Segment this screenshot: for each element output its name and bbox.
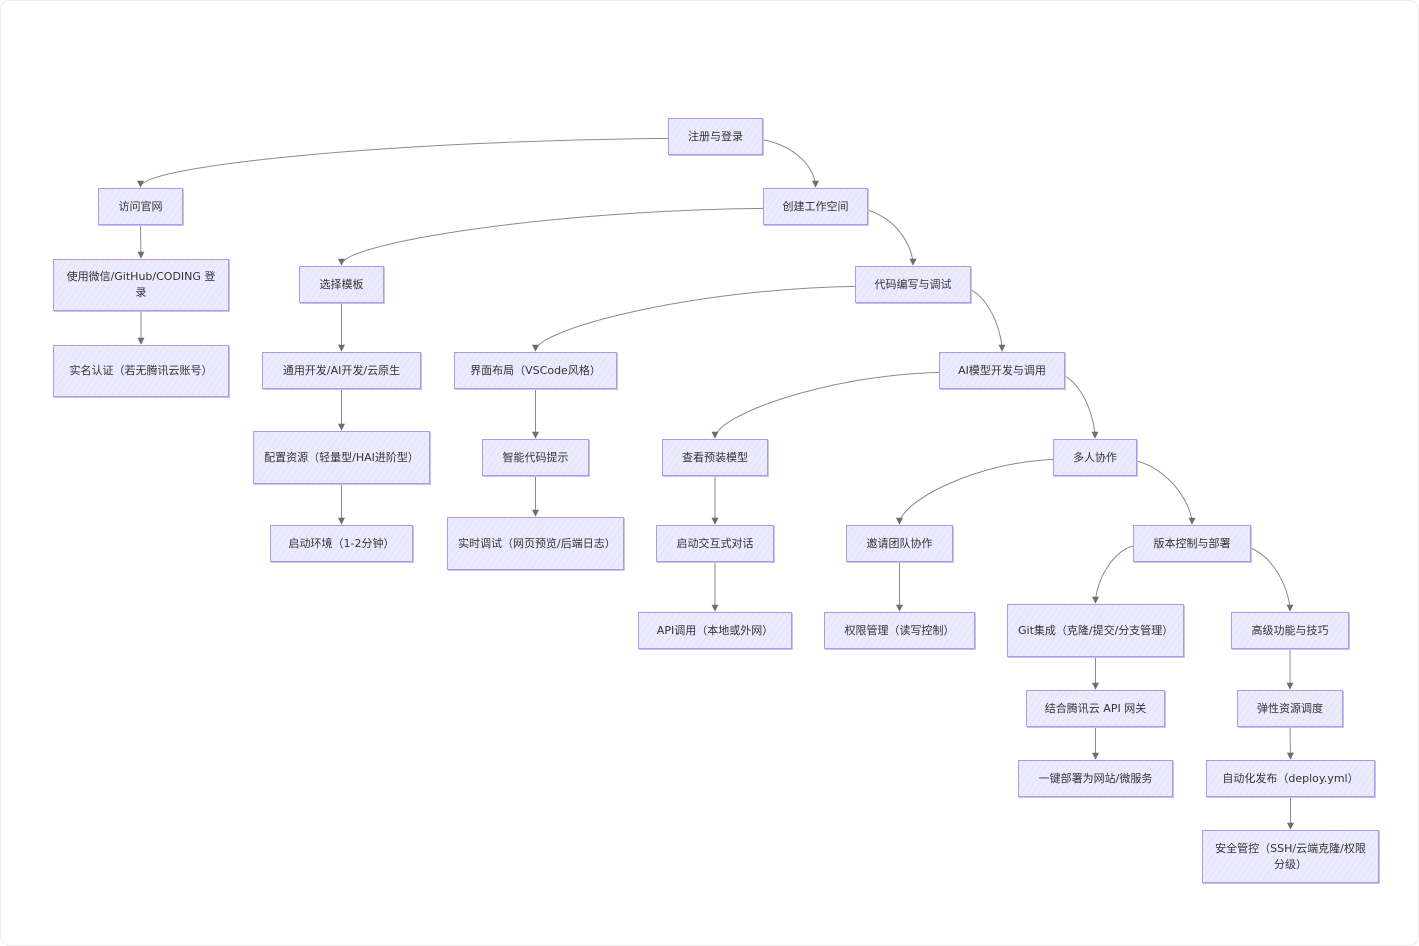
node-vcs-deploy: 版本控制与部署 xyxy=(1133,525,1251,562)
node-config-resources: 配置资源（轻量型/HAI进阶型） xyxy=(253,431,430,484)
node-code-debug: 代码编写与调试 xyxy=(855,266,971,303)
edge-collab-to-invite_team xyxy=(896,458,1058,525)
node-login-methods: 使用微信/GitHub/CODING 登录 xyxy=(53,259,229,311)
node-create-workspace: 创建工作空间 xyxy=(763,188,868,225)
node-live-debug: 实时调试（网页预览/后端日志） xyxy=(447,517,624,570)
node-register-login: 注册与登录 xyxy=(668,118,763,155)
node-advanced: 高级功能与技巧 xyxy=(1231,612,1349,649)
node-api-call: API调用（本地或外网） xyxy=(638,612,792,649)
edge-elastic-to-auto_release xyxy=(1286,726,1294,760)
node-one-click-deploy: 一键部署为网站/微服务 xyxy=(1018,760,1173,797)
node-git-integration: Git集成（克隆/提交/分支管理） xyxy=(1007,604,1184,657)
node-ai-model: AI模型开发与调用 xyxy=(939,352,1065,389)
edge-vcs_deploy-to-git_integration xyxy=(1092,544,1138,604)
node-template-types: 通用开发/AI开发/云原生 xyxy=(262,352,421,389)
edge-ai_model-to-view_models xyxy=(711,371,944,439)
node-interactive-chat: 启动交互式对话 xyxy=(656,525,774,562)
node-collab: 多人协作 xyxy=(1053,439,1137,476)
node-view-models: 查看预装模型 xyxy=(662,439,768,476)
node-choose-template: 选择模板 xyxy=(299,266,384,303)
node-invite-team: 邀请团队协作 xyxy=(846,525,953,562)
edge-collab-to-vcs_deploy xyxy=(1124,458,1196,525)
edge-visit_site-to-login_methods xyxy=(137,224,145,259)
edge-code_debug-to-ui_layout xyxy=(532,285,860,352)
edge-register_login-to-visit_site xyxy=(137,137,673,188)
edge-create_workspace-to-choose_template xyxy=(338,207,768,266)
node-real-name: 实名认证（若无腾讯云账号） xyxy=(53,345,229,397)
node-auto-release: 自动化发布（deploy.yml） xyxy=(1206,760,1375,797)
node-start-env: 启动环境（1-2分钟） xyxy=(270,525,413,562)
node-elastic: 弹性资源调度 xyxy=(1237,690,1343,727)
node-api-gateway: 结合腾讯云 API 网关 xyxy=(1026,690,1165,727)
node-ui-layout: 界面布局（VSCode风格） xyxy=(454,352,617,389)
node-smart-hint: 智能代码提示 xyxy=(482,439,589,476)
node-permissions: 权限管理（读写控制） xyxy=(824,612,975,649)
node-security: 安全管控（SSH/云端克隆/权限分级） xyxy=(1202,830,1379,883)
node-visit-site: 访问官网 xyxy=(98,188,183,225)
